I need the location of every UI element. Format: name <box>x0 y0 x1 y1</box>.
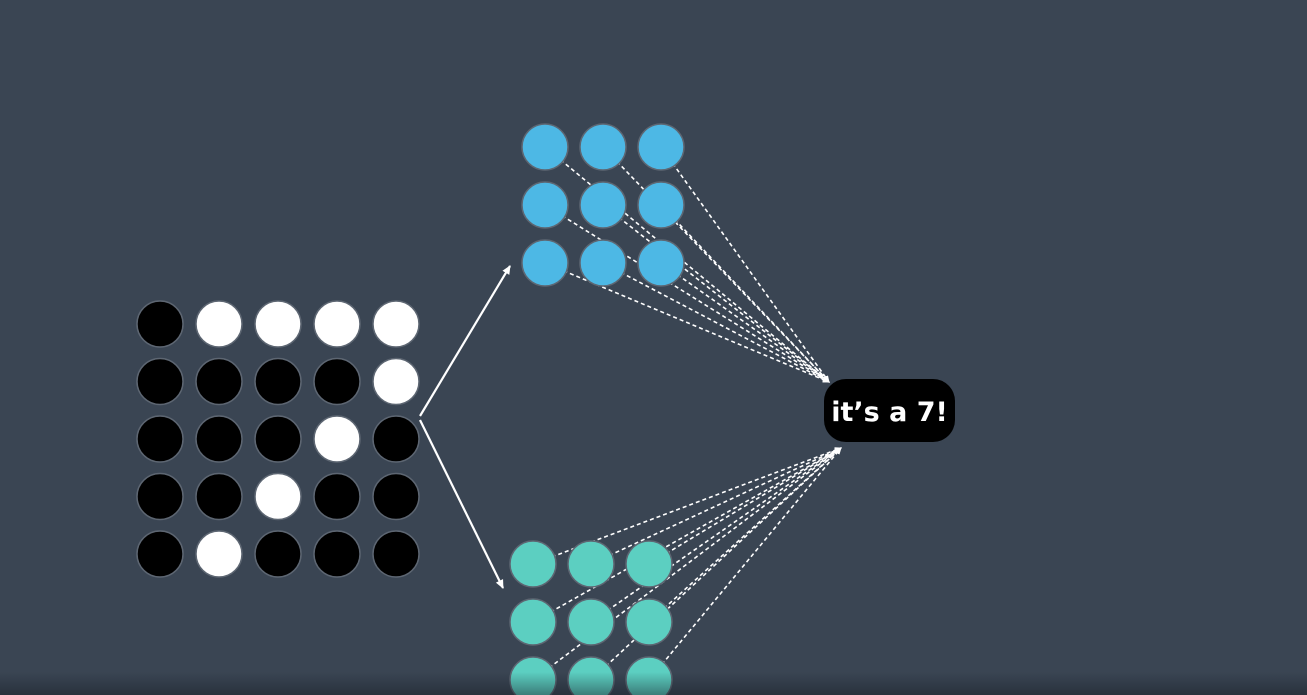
input-pixel-black <box>372 415 420 463</box>
input-pixel-black <box>136 300 184 348</box>
filter-a-grid <box>521 123 685 287</box>
input-pixel-white <box>372 300 420 348</box>
filter-b-node <box>509 598 557 646</box>
filter-a-node <box>579 239 627 287</box>
input-pixel-white <box>195 530 243 578</box>
filter-b-node <box>625 598 673 646</box>
input-pixel-grid <box>136 300 420 578</box>
filter-b-node <box>567 598 615 646</box>
filter-a-node <box>637 123 685 171</box>
filter-a-node <box>637 181 685 229</box>
filter-a-to-output-connector <box>676 273 830 383</box>
input-pixel-white <box>254 300 302 348</box>
input-pixel-black <box>254 357 302 406</box>
filter-a-to-output-connector <box>671 162 830 383</box>
connector-layer <box>419 159 842 669</box>
filter-b-node <box>625 656 673 695</box>
input-pixel-black <box>254 415 302 463</box>
filter-b-node <box>625 540 673 588</box>
filter-a-to-output-connector <box>674 218 830 383</box>
filter-b-to-output-connector <box>608 447 842 557</box>
input-to-filter-b-arrow <box>419 419 504 589</box>
input-pixel-black <box>195 472 243 521</box>
filter-a-node <box>521 239 569 287</box>
filter-b-to-output-connector <box>551 447 842 558</box>
input-pixel-black <box>136 472 184 521</box>
filter-b-node <box>567 540 615 588</box>
input-pixel-black <box>313 472 361 521</box>
input-pixel-black <box>136 415 184 463</box>
filter-a-node <box>579 181 627 229</box>
filter-b-to-output-connector <box>606 447 842 612</box>
filter-b-node <box>509 540 557 588</box>
input-pixel-black <box>372 530 420 578</box>
input-pixel-black <box>195 415 243 463</box>
input-to-filter-a-arrow <box>419 265 511 417</box>
input-pixel-black <box>313 357 361 406</box>
filter-b-node <box>567 656 615 695</box>
filter-b-to-output-connector <box>665 447 842 555</box>
input-pixel-black <box>372 472 420 521</box>
input-pixel-white <box>254 472 302 521</box>
filter-b-to-output-connector <box>661 447 842 666</box>
input-pixel-black <box>313 530 361 578</box>
input-pixel-black <box>195 357 243 406</box>
output-label: it’s a 7! <box>824 379 955 442</box>
filter-b-grid <box>509 540 673 695</box>
input-pixel-black <box>136 530 184 578</box>
filter-b-to-output-connector <box>605 447 842 667</box>
filter-a-node <box>521 181 569 229</box>
input-pixel-black <box>254 530 302 578</box>
filter-a-node <box>579 123 627 171</box>
filter-b-to-output-connector <box>548 447 842 669</box>
filter-a-node <box>637 239 685 287</box>
filter-a-to-output-connector <box>620 271 830 383</box>
output-label-box <box>824 379 955 442</box>
input-pixel-white <box>313 415 361 463</box>
filter-b-to-output-connector <box>663 447 842 610</box>
filter-a-to-output-connector <box>563 269 830 383</box>
input-pixel-black <box>136 357 184 406</box>
input-pixel-white <box>195 300 243 348</box>
input-pixel-white <box>313 300 361 348</box>
filter-a-node <box>521 123 569 171</box>
filter-b-node <box>509 656 557 695</box>
input-pixel-white <box>372 357 420 406</box>
output-label-text: it’s a 7! <box>831 397 948 428</box>
